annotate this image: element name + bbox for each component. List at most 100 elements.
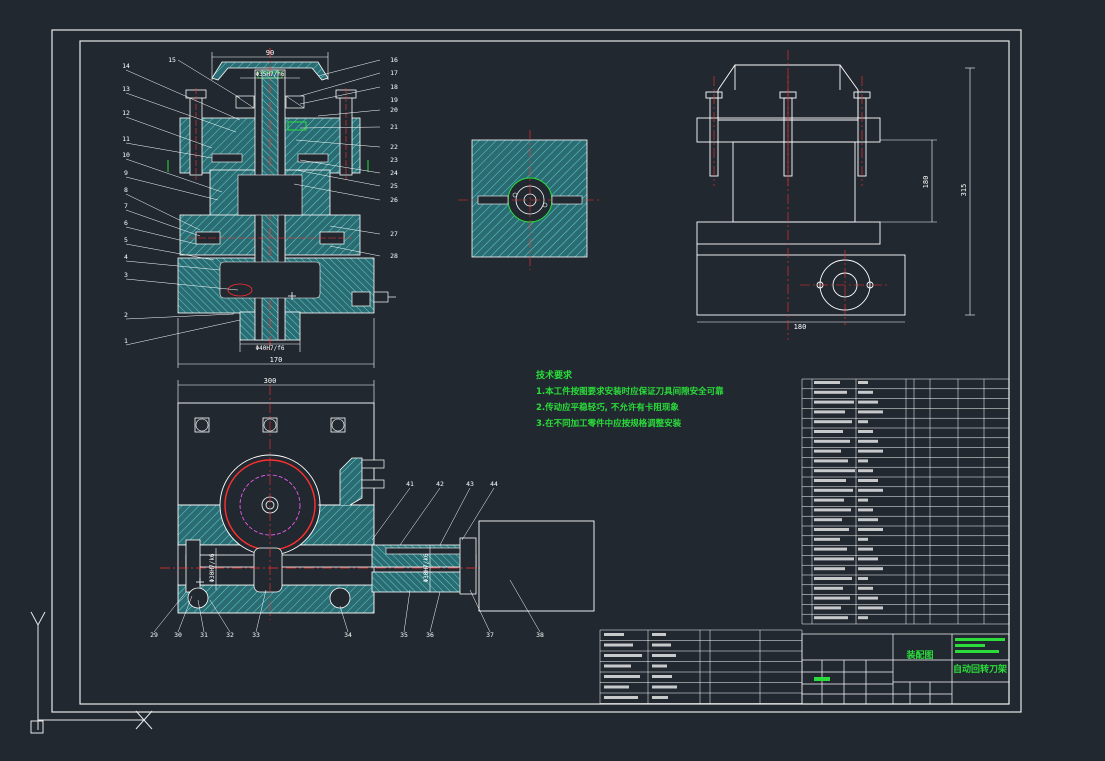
callout-2: 2 xyxy=(124,311,128,319)
parts-list-code-glyph xyxy=(814,567,845,571)
callout-27: 27 xyxy=(390,230,398,238)
parts-list-name-glyph xyxy=(858,469,873,473)
outer-frame xyxy=(51,29,1022,713)
side-view xyxy=(696,64,975,323)
callout-15: 15 xyxy=(168,56,176,64)
callout-19: 19 xyxy=(390,96,398,104)
callout-23: 23 xyxy=(390,156,398,164)
front-view-dimensions xyxy=(177,52,375,368)
callout-13: 13 xyxy=(122,85,130,93)
drawing-type: 装配图 xyxy=(905,649,933,661)
bottom-list-glyph xyxy=(652,675,672,678)
parts-list-code-glyph xyxy=(814,596,850,600)
drawing-name: 自动回转刀架 xyxy=(953,663,1007,675)
callout-36: 36 xyxy=(426,631,434,639)
callout-34: 34 xyxy=(344,631,352,639)
parts-list-name-glyph xyxy=(858,508,873,512)
callout-6: 6 xyxy=(124,219,128,227)
bottom-list-glyph xyxy=(652,633,666,636)
parts-list-code-glyph xyxy=(814,547,847,551)
parts-list-name-glyph xyxy=(858,459,868,463)
parts-list-name-glyph xyxy=(858,439,878,443)
callout-31: 31 xyxy=(200,631,208,639)
callout-14: 14 xyxy=(122,62,130,70)
parts-list-name-glyph xyxy=(858,528,883,531)
bottom-list-glyph xyxy=(604,696,638,699)
parts-list-name-glyph xyxy=(858,381,868,384)
dim-side-height: 315 xyxy=(960,184,968,197)
parts-list-code-glyph xyxy=(814,537,840,541)
front-section-view xyxy=(167,48,396,350)
parts-list-code-glyph xyxy=(814,518,842,522)
parts-list-code-glyph xyxy=(814,430,843,433)
callout-26: 26 xyxy=(390,196,398,204)
parts-list-table xyxy=(801,378,1010,625)
tech-req-line-3: 3.在不同加工零件中应按规格调整安装 xyxy=(536,418,682,429)
parts-list-name-glyph xyxy=(858,606,883,610)
parts-list-code-glyph xyxy=(814,479,846,482)
side-view-centerlines xyxy=(713,50,890,340)
dim-side-inner: 180 xyxy=(922,176,930,189)
parts-list-name-glyph xyxy=(858,498,868,502)
parts-list-code-glyph xyxy=(814,557,854,561)
parts-list-code-glyph xyxy=(814,577,852,580)
callout-17: 17 xyxy=(390,69,398,77)
dim-top-width: 90 xyxy=(266,49,274,57)
parts-list-code-glyph xyxy=(814,488,853,492)
callout-5: 5 xyxy=(124,236,128,244)
callout-20: 20 xyxy=(390,106,398,114)
parts-list-name-glyph xyxy=(858,518,878,522)
inner-frame xyxy=(79,40,1010,705)
parts-list-name-glyph xyxy=(858,400,878,404)
tech-req-title: 技术要求 xyxy=(536,369,573,381)
callout-33: 33 xyxy=(252,631,260,639)
title-green-bar-4 xyxy=(814,677,830,681)
parts-list-code-glyph xyxy=(814,586,843,590)
callout-41: 41 xyxy=(406,480,414,488)
section-aa-view xyxy=(458,130,600,270)
parts-list-bottom-table xyxy=(599,629,803,704)
callout-10: 10 xyxy=(122,151,130,159)
parts-list-name-glyph xyxy=(858,488,883,492)
callout-32: 32 xyxy=(226,631,234,639)
parts-list-name-glyph xyxy=(858,596,878,600)
dim-plan-width: 300 xyxy=(264,377,277,385)
bottom-list-glyph xyxy=(652,643,671,647)
parts-list-code-glyph xyxy=(814,616,848,620)
plan-view-dimensions xyxy=(177,380,431,592)
parts-list-code-glyph xyxy=(814,459,848,463)
parts-list-name-glyph xyxy=(858,557,878,561)
dim-side-width: 180 xyxy=(794,323,807,331)
callout-18: 18 xyxy=(390,83,398,91)
tech-req-line-2: 2.传动应平稳轻巧, 不允许有卡阻现象 xyxy=(536,402,679,413)
parts-list-name-glyph xyxy=(858,390,873,394)
title-green-bar-3 xyxy=(955,650,999,653)
callout-8: 8 xyxy=(124,186,128,194)
bottom-list-glyph xyxy=(652,654,676,657)
parts-list-name-glyph xyxy=(858,616,868,620)
callout-12: 12 xyxy=(122,109,130,117)
callout-11: 11 xyxy=(122,135,130,143)
parts-list-name-glyph xyxy=(858,430,873,433)
parts-list-code-glyph xyxy=(814,381,840,384)
parts-list-code-glyph xyxy=(814,400,854,404)
callout-21: 21 xyxy=(390,123,398,131)
parts-list-code-glyph xyxy=(814,390,847,394)
callout-25: 25 xyxy=(390,182,398,190)
parts-list-name-glyph xyxy=(858,479,878,482)
callout-3: 3 xyxy=(124,271,128,279)
parts-list-name-glyph xyxy=(858,537,868,541)
callout-30: 30 xyxy=(174,631,182,639)
plan-view-leaders xyxy=(153,487,541,633)
tech-req-line-1: 1.本工件按图要求安装时应保证刀具间隙安全可靠 xyxy=(536,386,724,397)
callout-44: 44 xyxy=(490,480,498,488)
callout-28: 28 xyxy=(390,252,398,260)
parts-list-code-glyph xyxy=(814,508,851,512)
bottom-list-glyph xyxy=(652,664,667,668)
dim-fit-bottom: Φ40H7/f6 xyxy=(256,345,285,352)
parts-list-code-glyph xyxy=(814,498,844,502)
callout-7: 7 xyxy=(124,202,128,210)
callout-4: 4 xyxy=(124,253,128,261)
